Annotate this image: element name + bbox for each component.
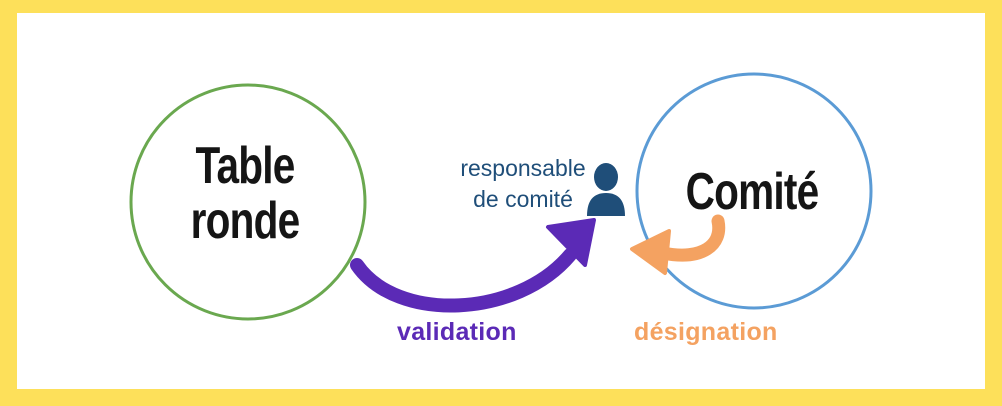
role-label-line1: responsable [460,155,586,181]
role-label: responsable de comité [433,153,613,215]
table-ronde-circle [129,83,367,321]
comite-circle [635,72,873,310]
designation-label: désignation [634,318,778,346]
table-ronde-label-line2: ronde [190,191,301,250]
role-label-line2: de comité [473,186,573,213]
table-ronde-label: Table ronde [175,139,315,248]
validation-arrow [350,248,577,313]
validation-label: validation [397,318,517,346]
person-icon [587,163,625,216]
designation-arrowhead [630,229,671,275]
comite-label: Comité [685,163,820,221]
diagram-canvas [129,72,873,321]
designation-arrow [656,214,726,262]
validation-arrowhead [546,218,596,267]
table-ronde-label-line1: Table [195,137,295,195]
